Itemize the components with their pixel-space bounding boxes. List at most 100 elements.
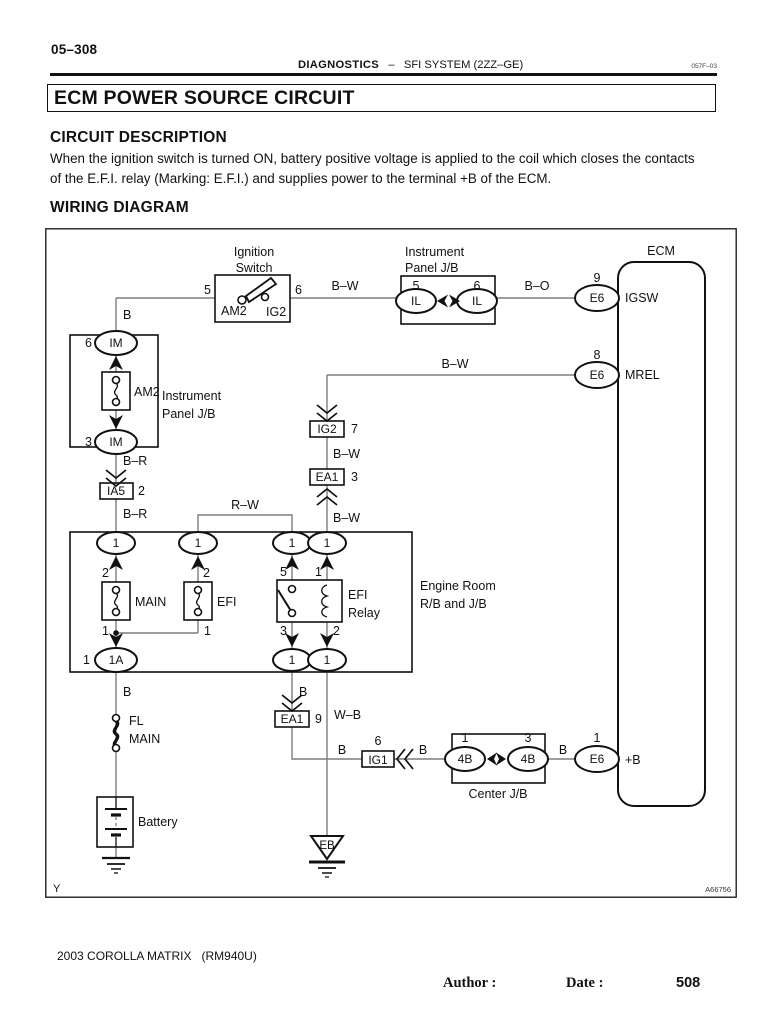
oval-1a-pin: 1 [83, 653, 90, 667]
ig1-connector-box [361, 750, 395, 768]
im-oval-bottom-label: IM [109, 435, 122, 449]
ignition-switch-label-1: Ignition [234, 245, 274, 259]
ea1-top-pin-3: 3 [351, 470, 358, 484]
il-pin-6: 6 [474, 279, 481, 293]
cjb-pin-3: 3 [525, 731, 532, 745]
ea1-bottom-pin-9: 9 [315, 712, 322, 726]
wire-label-b-cjb: B [419, 743, 427, 757]
ia5-label: IA5 [107, 484, 125, 498]
ignition-switch-symbol [237, 276, 278, 305]
wire-label-wb: W–B [334, 708, 361, 722]
il-oval-left-label: IL [411, 294, 421, 308]
mrel-pin-8: 8 [594, 348, 601, 362]
e6-plusb-label: E6 [590, 752, 605, 766]
wire-label-b-left: B [123, 308, 131, 322]
ea1-top-label: EA1 [316, 470, 339, 484]
wiring-diagram-heading: WIRING DIAGRAM [50, 199, 189, 216]
4b-oval-left [444, 746, 486, 772]
fl-main-fusible-link-symbol [111, 713, 121, 753]
efi-pin-2: 2 [203, 566, 210, 580]
wires [113, 297, 576, 858]
il-oval-right-label: IL [472, 294, 482, 308]
main-pin-2: 2 [102, 566, 109, 580]
ea1-connector-box-top [309, 468, 345, 486]
ia5-connector-box [99, 482, 134, 500]
junction-dot [113, 630, 119, 636]
wire-label-rw: R–W [231, 498, 259, 512]
efi-relay-label-1: EFI [348, 588, 367, 602]
header-system: SFI SYSTEM (2ZZ–GE) [403, 59, 524, 71]
ia5-pin-2: 2 [138, 484, 145, 498]
eb-ground-symbol [309, 835, 345, 878]
ig2-pin-7: 7 [351, 422, 358, 436]
efi-fuse-label: EFI [217, 595, 236, 609]
e6-oval-plusb [574, 745, 620, 773]
header-section: DIAGNOSTICS [298, 59, 379, 71]
connector-arrows [109, 294, 506, 766]
ignition-ig2-terminal: IG2 [266, 305, 286, 319]
footer-author-label: Author : [443, 975, 497, 991]
wire-label-b-1a: B [123, 685, 131, 699]
engine-oval-1 [96, 531, 136, 555]
engine-oval-3-label: 1 [289, 536, 296, 550]
footer-date-label: Date : [566, 975, 604, 991]
4b-oval-left-label: 4B [458, 752, 473, 766]
fl-main-label: MAIN [129, 732, 160, 746]
page-title-box: ECM POWER SOURCE CIRCUIT [47, 84, 716, 112]
oval-1a-label: 1A [109, 653, 124, 667]
wire-label-bw-mrel: B–W [441, 357, 468, 371]
e6-mrel-label: E6 [590, 368, 605, 382]
ipjb-top-label-2: Panel J/B [405, 261, 459, 275]
im-pin-6: 6 [85, 336, 92, 350]
header-breadcrumb: DIAGNOSTICS – SFI SYSTEM (2ZZ–GE) [298, 59, 523, 71]
header-rule [50, 73, 717, 76]
fl-label: FL [129, 714, 144, 728]
main-pin-1: 1 [102, 624, 109, 638]
e6-oval-igsw [574, 284, 620, 312]
mrel-terminal-label: MREL [625, 368, 660, 382]
engine-oval-b3-label: 1 [289, 653, 296, 667]
terminal-ovals [94, 284, 620, 773]
e6-igsw-label: E6 [590, 291, 605, 305]
wire-label-bo: B–O [524, 279, 549, 293]
wire-label-br-2: B–R [123, 507, 147, 521]
ignition-switch-label-2: Switch [236, 261, 273, 275]
plusb-terminal-label: +B [625, 753, 641, 767]
plusb-pin-1: 1 [594, 731, 601, 745]
page-code: 05–308 [51, 42, 98, 57]
ignition-pin-6: 6 [295, 283, 302, 297]
engine-oval-1-label: 1 [113, 536, 120, 550]
battery-label: Battery [138, 815, 178, 829]
engine-room-label-2: R/B and J/B [420, 597, 487, 611]
main-fuse-symbol [101, 581, 131, 621]
diagram-border [45, 228, 737, 898]
relay-pin-2: 2 [333, 624, 340, 638]
il-pin-5: 5 [413, 279, 420, 293]
footer-page-number: 508 [676, 975, 701, 991]
ignition-pin-5: 5 [204, 283, 211, 297]
center-jb-label: Center J/B [468, 787, 527, 801]
engine-oval-4 [307, 531, 347, 555]
description-line-2: of the E.F.I. relay (Marking: E.F.I.) an… [50, 171, 552, 186]
page-title: ECM POWER SOURCE CIRCUIT [54, 87, 355, 109]
oval-1a [94, 647, 138, 673]
efi-relay-label-2: Relay [348, 606, 381, 620]
efi-fuse-symbol [183, 581, 213, 621]
im-oval-top [94, 330, 138, 356]
il-oval-left [395, 288, 437, 314]
wire-label-br-1: B–R [123, 454, 147, 468]
wire-label-bw-ea1: B–W [333, 511, 360, 525]
eb-ground-label: EB [319, 840, 335, 852]
circuit-description-heading: CIRCUIT DESCRIPTION [50, 129, 227, 146]
ignition-am2-terminal: AM2 [221, 304, 247, 318]
header-dash: – [388, 59, 395, 71]
im-pin-3: 3 [85, 435, 92, 449]
harness-connector-chevrons [105, 404, 414, 770]
figure-code: A66756 [705, 885, 731, 894]
am2-fuse-label: AM2 [134, 385, 160, 399]
ig1-label: IG1 [368, 753, 388, 767]
wire-label-b-e6: B [559, 743, 567, 757]
relay-pin-5: 5 [280, 565, 287, 579]
engine-room-label-1: Engine Room [420, 579, 496, 593]
ecm-box [617, 261, 706, 807]
